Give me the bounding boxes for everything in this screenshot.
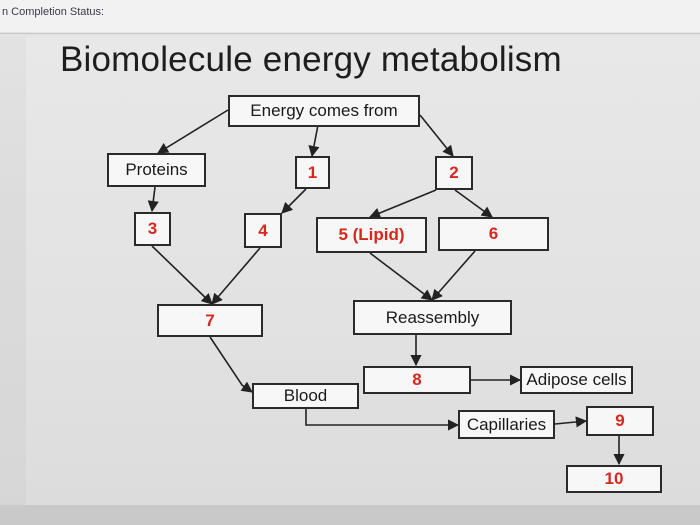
arrow-2-to-6 [454,189,493,218]
arrow-blood-to-capillaries [305,409,460,431]
top-bar: n Completion Status: [0,0,700,32]
arrow-capillaries-to-9 [554,416,588,428]
arrow-6-to-reassembly [431,250,476,301]
reassembly-box: Reassembly [353,300,512,335]
adipose-cells-box: Adipose cells [520,366,633,394]
divider [0,33,700,34]
arrow-5-to-reassembly [369,252,433,301]
blood-box: Blood [252,383,359,409]
arrow-energy-to-2 [419,114,454,157]
bottom-bar [0,505,700,525]
arrow-2-to-5 [368,189,437,219]
energy-source-box: Energy comes from [228,95,420,127]
arrow-proteins-to-3 [147,186,159,213]
arrow-3-to-7 [151,245,213,305]
slide-title: Biomolecule energy metabolism [60,40,562,79]
blank-9-box: 9 [586,406,654,436]
blank-7-box: 7 [157,304,263,337]
blank-2-box: 2 [435,156,473,190]
arrow-4-to-7 [211,247,261,305]
arrow-7-to-blood [209,336,253,393]
arrow-energy-to-proteins [157,109,229,154]
capillaries-box: Capillaries [458,410,555,439]
blank-10-box: 10 [566,465,662,493]
blank-6-box: 6 [438,217,549,251]
blank-8-box: 8 [363,366,471,394]
blank-5-lipid-box: 5 (Lipid) [316,217,427,253]
arrow-1-to-4 [281,188,307,214]
arrow-energy-to-1 [308,124,320,158]
proteins-box: Proteins [107,153,206,187]
blank-4-box: 4 [244,213,282,248]
blank-1-box: 1 [295,156,330,189]
blank-3-box: 3 [134,212,171,246]
completion-status-label: n Completion Status: [2,6,105,18]
